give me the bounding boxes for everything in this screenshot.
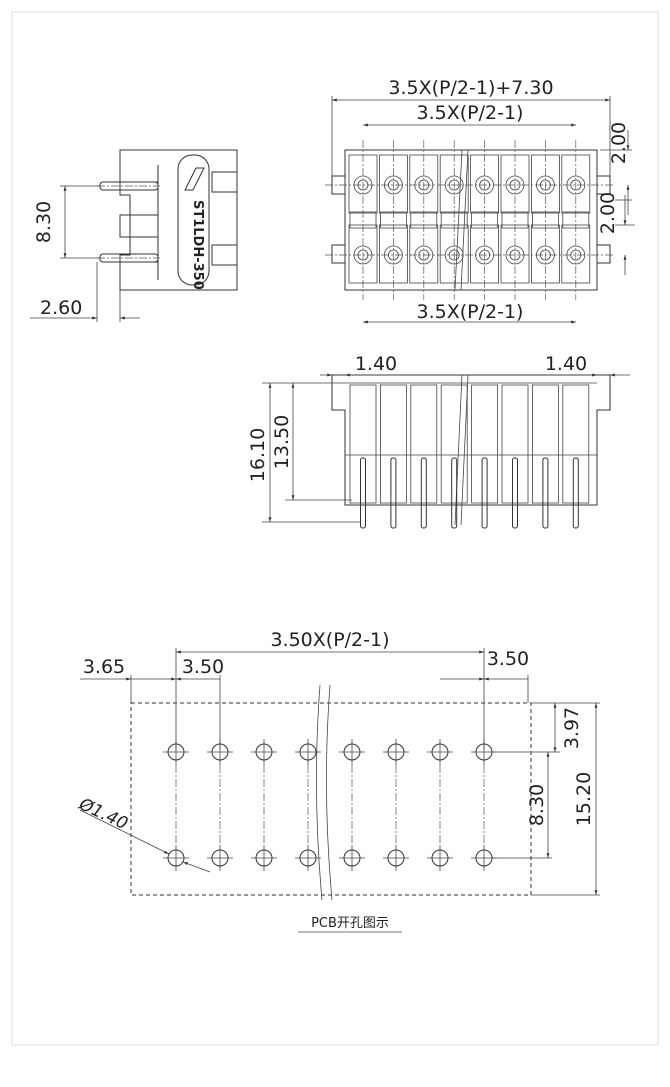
logo-icon — [184, 167, 205, 191]
side-view: ST1LDH-350 8.30 2.60 — [30, 149, 238, 322]
top-view: 3.5X(P/2-1)+7.30 3.5X(P/2-1) 3.5X(P/2-1)… — [325, 77, 635, 324]
front-cell — [501, 384, 529, 504]
left-flange-dim: 1.40 — [355, 353, 397, 375]
edge-offset-dim: 3.65 — [83, 656, 125, 678]
front-view: 1.40 1.40 16.10 13.50 — [247, 353, 630, 529]
pin — [572, 457, 579, 529]
front-cell — [349, 384, 377, 504]
pcb-outline — [130, 702, 532, 896]
side-height-dim: 8.30 — [33, 201, 55, 243]
pin — [542, 457, 549, 529]
right-flange-dim: 1.40 — [545, 353, 587, 375]
row-dim: 2.00 — [597, 192, 619, 234]
front-cell — [471, 384, 499, 504]
part-label: ST1LDH-350 — [190, 200, 205, 290]
part-label-box — [177, 154, 210, 286]
hole-diameter-dim: Ø1.40 — [75, 794, 131, 834]
top-pitch-dim: 3.5X(P/2-1) — [417, 102, 524, 124]
right-pitch-dim: 3.50 — [487, 648, 529, 670]
bottom-pitch-dim: 3.5X(P/2-1) — [417, 301, 524, 323]
pin — [360, 457, 366, 529]
left-pitch-dim: 3.50 — [182, 656, 224, 678]
front-cell — [562, 384, 590, 504]
total-width-dim: 15.20 — [573, 772, 595, 826]
pcb-pitch-dim: 3.50X(P/2-1) — [270, 629, 389, 651]
row-spacing-dim: 8.30 — [526, 784, 548, 826]
front-cell — [379, 384, 407, 504]
pcb-caption: PCB开孔图示 — [311, 916, 389, 931]
body-height-dim: 13.50 — [271, 415, 293, 469]
pin — [390, 457, 397, 529]
pin — [481, 457, 488, 529]
pin — [420, 457, 427, 529]
overall-width-dim: 3.5X(P/2-1)+7.30 — [388, 77, 553, 99]
front-cell — [532, 384, 559, 504]
pin — [512, 457, 518, 529]
pin — [451, 457, 458, 529]
drawing-frame — [11, 11, 659, 1046]
total-height-dim: 16.10 — [247, 428, 269, 482]
front-cell — [410, 384, 438, 504]
front-cell — [440, 384, 468, 504]
top-offset-dim: 3.97 — [561, 707, 583, 749]
edge-dim: 2.00 — [608, 122, 630, 164]
side-offset-dim: 2.60 — [40, 297, 82, 319]
pcb-layout: 3.50X(P/2-1) 3.65 3.50 3.50 3.97 8.30 15… — [75, 629, 600, 933]
